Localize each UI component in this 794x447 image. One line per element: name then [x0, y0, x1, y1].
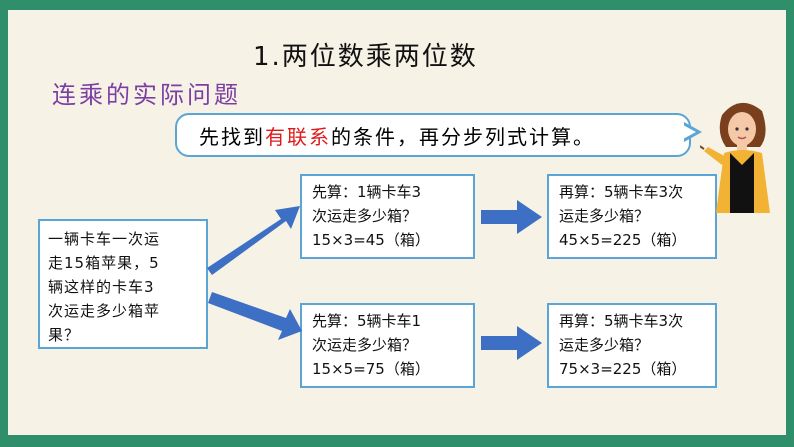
problem-line: 辆这样的卡车3 [48, 278, 155, 296]
step-box-top-first: 先算：1辆卡车3 次运走多少箱？ 15×3=45（箱） [300, 174, 475, 259]
step-box-top-second: 再算：5辆卡车3次 运走多少箱？ 45×5=225（箱） [547, 174, 717, 259]
section-subtitle: 连乘的实际问题 [52, 81, 241, 109]
step-line: 次运走多少箱？ [312, 207, 418, 225]
teacher-pointing-illustration [700, 102, 770, 213]
step-line: 先算：1辆卡车3 [312, 183, 422, 201]
step-line: 再算：5辆卡车3次 [559, 183, 684, 201]
callout-highlight: 有联系 [265, 124, 331, 149]
step-line: 75×3=225（箱） [559, 360, 687, 378]
hint-callout: 先找到有联系的条件，再分步列式计算。 [175, 113, 691, 157]
step-line: 运走多少箱？ [559, 207, 650, 225]
diagonal-down-arrow-icon [208, 292, 302, 340]
step-line: 再算：5辆卡车3次 [559, 312, 684, 330]
problem-line: 一辆卡车一次运 [48, 230, 161, 248]
diagonal-up-arrow-icon [207, 206, 300, 275]
step-line: 运走多少箱？ [559, 336, 650, 354]
callout-text-after: 的条件，再分步列式计算。 [331, 124, 595, 149]
right-arrow-icon [481, 200, 542, 234]
step-box-bottom-first: 先算：5辆卡车1 次运走多少箱？ 15×5=75（箱） [300, 303, 475, 388]
step-box-bottom-second: 再算：5辆卡车3次 运走多少箱？ 75×3=225（箱） [547, 303, 717, 388]
page-title: 1.两位数乘两位数 [253, 42, 478, 72]
step-line: 45×5=225（箱） [559, 231, 687, 249]
callout-tail-inner [683, 125, 696, 139]
problem-line: 次运走多少箱苹 [48, 302, 161, 320]
problem-line: 走15箱苹果，5 [48, 254, 160, 272]
step-line: 先算：5辆卡车1 [312, 312, 422, 330]
step-line: 15×3=45（箱） [312, 231, 430, 249]
callout-text-before: 先找到 [199, 124, 265, 149]
problem-line: 果？ [48, 326, 81, 344]
step-line: 次运走多少箱？ [312, 336, 418, 354]
step-line: 15×5=75（箱） [312, 360, 430, 378]
right-arrow-icon [481, 326, 542, 360]
problem-box: 一辆卡车一次运 走15箱苹果，5 辆这样的卡车3 次运走多少箱苹 果？ [38, 219, 208, 349]
